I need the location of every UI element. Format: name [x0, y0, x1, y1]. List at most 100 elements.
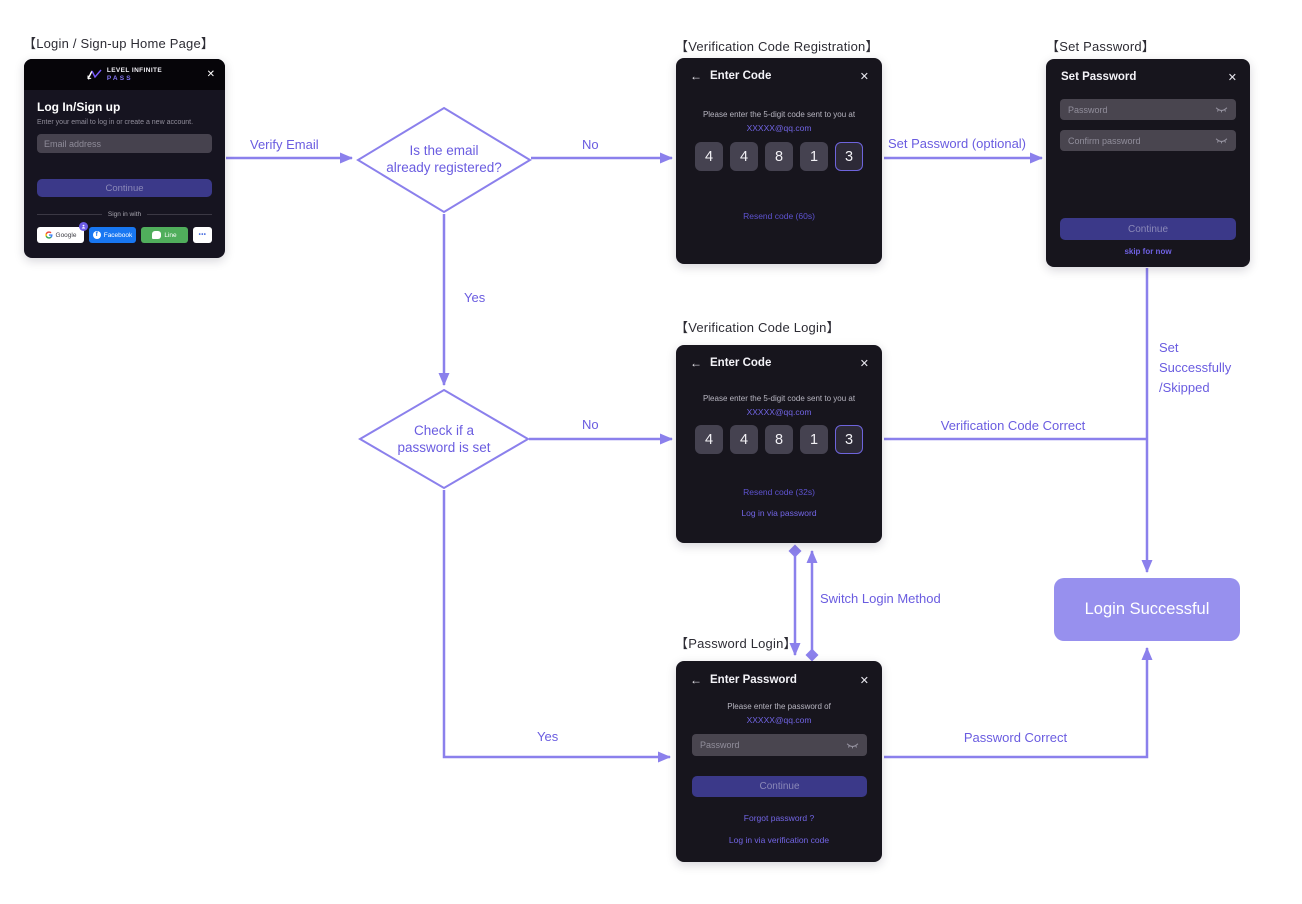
code-digit-1[interactable]: 4	[695, 142, 723, 171]
code-input-row: 4 4 8 1 3	[676, 425, 882, 454]
login-successful-node: Login Successful	[1054, 578, 1240, 641]
decision-password-set	[358, 388, 530, 490]
login-home-body: Log In/Sign up Enter your email to log i…	[24, 90, 225, 243]
user-badge-icon	[79, 222, 88, 231]
code-login-card: ← Enter Code ✕ Please enter the 5-digit …	[676, 345, 882, 543]
close-icon[interactable]: ✕	[859, 357, 869, 370]
login-home-header: LEVEL INFINITE PASS ✕	[24, 59, 225, 90]
login-subtitle: Enter your email to log in or create a n…	[37, 119, 194, 126]
set-password-card: Set Password ✕ Continue skip for now	[1046, 59, 1250, 267]
caption-password-login: 【Password Login】	[675, 636, 797, 651]
more-login-options-button[interactable]: •••	[193, 227, 212, 243]
sign-in-with-divider: Sign in with	[37, 211, 212, 218]
password-login-header: ← Enter Password ✕	[690, 673, 869, 687]
password-hint: Please enter the password of	[727, 702, 831, 711]
label-no-password: No	[582, 417, 599, 432]
sign-in-with-label: Sign in with	[107, 211, 142, 218]
line-login-button[interactable]: Line	[141, 227, 188, 243]
email-field[interactable]	[37, 134, 212, 153]
label-verification-code-correct: Verification Code Correct	[940, 418, 1086, 433]
resend-code-link[interactable]: Resend code (32s)	[743, 487, 815, 497]
more-options-icon: •••	[198, 232, 207, 238]
back-icon[interactable]: ←	[690, 69, 702, 83]
label-no-registration: No	[582, 137, 599, 152]
level-infinite-logo-icon	[87, 69, 102, 80]
close-icon[interactable]: ✕	[1227, 72, 1237, 84]
email-input[interactable]	[44, 138, 205, 149]
code-registration-header: ← Enter Code ✕	[690, 69, 869, 83]
code-digit-3[interactable]: 8	[765, 142, 793, 171]
confirm-password-field[interactable]	[1060, 130, 1236, 151]
forgot-password-link[interactable]: Forgot password ?	[743, 813, 815, 823]
eye-off-icon[interactable]	[846, 741, 859, 750]
code-digit-2[interactable]: 4	[730, 425, 758, 454]
label-set-successfully: Set Successfully /Skipped	[1159, 340, 1232, 395]
password-login-card: ← Enter Password ✕ Please enter the pass…	[676, 661, 882, 862]
label-set-password-optional: Set Password (optional)	[888, 136, 1027, 151]
code-digit-2[interactable]: 4	[730, 142, 758, 171]
caption-login-home: 【Login / Sign-up Home Page】	[23, 36, 215, 51]
edge-password-correct	[884, 647, 1153, 759]
google-label: Google	[55, 231, 77, 239]
continue-button[interactable]: Continue	[37, 179, 212, 197]
masked-email: XXXXX@qq.com	[746, 407, 812, 417]
label-yes-registered: Yes	[464, 290, 486, 305]
social-login-row: Google f Facebook Line •••	[37, 222, 212, 243]
enter-password-title: Enter Password	[710, 674, 797, 686]
confirm-password-input[interactable]	[1068, 135, 1209, 146]
code-digit-1[interactable]: 4	[695, 425, 723, 454]
resend-code-link[interactable]: Resend code (60s)	[743, 211, 815, 221]
label-yes-password: Yes	[537, 729, 559, 744]
masked-email: XXXXX@qq.com	[746, 123, 812, 133]
facebook-icon: f	[92, 231, 101, 239]
skip-for-now-link[interactable]: skip for now	[1124, 247, 1172, 256]
logo-text: LEVEL INFINITE PASS	[106, 67, 163, 82]
close-icon[interactable]: ✕	[859, 70, 869, 83]
login-home-card: LEVEL INFINITE PASS ✕ Log In/Sign up Ent…	[24, 59, 225, 258]
back-icon[interactable]: ←	[690, 673, 702, 687]
edge-yes-to-password-login	[442, 490, 671, 763]
code-hint: Please enter the 5-digit code sent to yo…	[702, 394, 856, 403]
caption-code-registration: 【Verification Code Registration】	[675, 39, 879, 54]
decision-password-text: Check if a password is set	[397, 423, 491, 455]
login-via-code-link[interactable]: Log in via verification code	[728, 835, 830, 845]
enter-code-title: Enter Code	[710, 70, 772, 82]
code-digit-5[interactable]: 3	[835, 142, 863, 171]
eye-off-icon[interactable]	[1215, 105, 1228, 114]
password-field[interactable]	[1060, 99, 1236, 120]
line-label: Line	[164, 231, 177, 239]
code-hint: Please enter the 5-digit code sent to yo…	[702, 110, 856, 119]
level-infinite-logo: LEVEL INFINITE PASS	[87, 67, 162, 82]
code-digit-5[interactable]: 3	[835, 425, 863, 454]
code-digit-3[interactable]: 8	[765, 425, 793, 454]
login-via-password-link[interactable]: Log in via password	[741, 508, 817, 518]
code-digit-4[interactable]: 1	[800, 425, 828, 454]
caption-code-login: 【Verification Code Login】	[675, 320, 840, 335]
password-field[interactable]	[692, 734, 867, 756]
label-switch-login-method: Switch Login Method	[820, 591, 941, 606]
facebook-label: Facebook	[103, 231, 133, 239]
set-password-title: Set Password	[1061, 71, 1137, 83]
code-input-row: 4 4 8 1 3	[676, 142, 882, 171]
password-input[interactable]	[700, 740, 840, 750]
back-icon[interactable]: ←	[690, 356, 702, 370]
decision-email-registered	[356, 106, 532, 214]
code-digit-4[interactable]: 1	[800, 142, 828, 171]
continue-button[interactable]: Continue	[1060, 218, 1236, 240]
masked-email: XXXXX@qq.com	[746, 715, 812, 725]
close-icon[interactable]: ✕	[206, 69, 215, 80]
label-password-correct: Password Correct	[963, 730, 1068, 745]
eye-off-icon[interactable]	[1215, 136, 1228, 145]
facebook-login-button[interactable]: f Facebook	[89, 227, 136, 243]
caption-set-password: 【Set Password】	[1046, 39, 1156, 54]
google-login-button[interactable]: Google	[37, 222, 88, 243]
continue-button[interactable]: Continue	[692, 776, 867, 797]
code-login-header: ← Enter Code ✕	[690, 356, 869, 370]
login-title: Log In/Sign up	[37, 100, 121, 114]
password-input[interactable]	[1068, 104, 1209, 115]
google-icon	[44, 231, 53, 239]
close-icon[interactable]: ✕	[859, 674, 869, 687]
code-registration-card: ← Enter Code ✕ Please enter the 5-digit …	[676, 58, 882, 264]
